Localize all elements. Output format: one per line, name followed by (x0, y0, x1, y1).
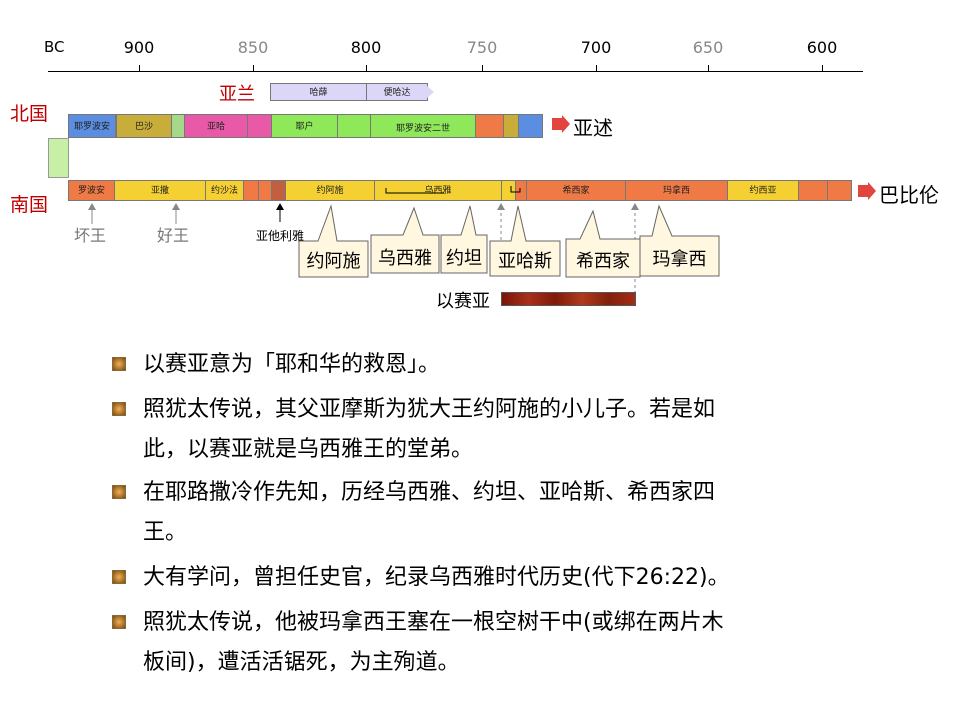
axis-tick-label: 600 (806, 38, 838, 57)
callout-joash: 约阿施 (306, 251, 361, 272)
bullet-text-line: 照犹太传说，他被玛拿西王塞在一根空树干中(或绑在两片木 (143, 610, 724, 635)
axis-tick-mark (822, 65, 823, 72)
callout-uzziah: 乌西雅 (378, 248, 432, 269)
axis-tick-mark (366, 65, 367, 72)
axis-tick-mark (596, 65, 597, 72)
isaiah-label: 以赛亚 (436, 291, 490, 312)
bullet-text-line: 以赛亚意为「耶和华的救恩」。 (143, 352, 441, 377)
callout-shapes (298, 204, 720, 278)
isaiah-ministry-bar (501, 292, 636, 306)
assyria-arrow-head-icon (562, 115, 570, 133)
axis-tick-label: 850 (237, 38, 269, 57)
bullet-text-line: 照犹太传说，其父亚摩斯为犹大王约阿施的小儿子。若是如 (143, 397, 716, 422)
bullet-text-line: 在耶路撒冷作先知，历经乌西雅、约坦、亚哈斯、希西家四 (143, 480, 716, 505)
north-segment-orange (475, 114, 504, 138)
north-king-baasha: 巴沙 (116, 114, 172, 138)
axis-tick-mark (482, 65, 483, 72)
aram-arrow-head (427, 86, 434, 98)
axis-tick-label: 700 (580, 38, 612, 57)
bullet-text-line: 此，以赛亚就是乌西雅王的堂弟。 (143, 437, 474, 462)
axis-tick-label: 900 (123, 38, 155, 57)
pointer-arrows (88, 186, 639, 294)
time-axis-line (48, 71, 863, 72)
north-segment-pink (247, 114, 272, 138)
athaliah-label: 亚他利雅 (256, 229, 305, 243)
assyria-arrow-icon (552, 118, 562, 130)
axis-tick-label: 650 (692, 38, 724, 57)
aram-king-hazael: 哈薛 (270, 83, 367, 101)
south-king-uzziah: 乌西雅 (374, 180, 502, 201)
bullet-icon (112, 485, 126, 499)
south-segment-end-2 (827, 180, 852, 201)
north-stub (48, 138, 69, 178)
babylon-arrow-icon (858, 185, 868, 197)
babylon-arrow-head-icon (868, 182, 876, 200)
axis-tick-mark (708, 65, 709, 72)
good-king-label: 好王 (157, 226, 190, 245)
assyria-label: 亚述 (573, 116, 613, 140)
axis-tick-mark (253, 65, 254, 72)
north-king-jeroboam: 耶罗波安 (68, 114, 116, 138)
north-king-jeroboam-ii: 耶罗波安二世 (370, 114, 476, 138)
axis-tick-label: 800 (350, 38, 382, 57)
callout-manasseh: 玛拿西 (652, 249, 707, 270)
south-king-jehoshaphat: 约沙法 (205, 180, 244, 201)
bullet-text-line: 板间)，遭活活锯死，为主殉道。 (143, 650, 460, 675)
south-king-josiah: 约西亚 (727, 180, 799, 201)
bullet-icon (112, 570, 126, 584)
north-kingdom-label: 北国 (10, 103, 49, 125)
bullet-icon (112, 615, 126, 629)
bullet-icon (112, 357, 126, 371)
bad-king-label: 坏王 (74, 226, 107, 245)
aram-label: 亚兰 (219, 84, 255, 105)
north-king-ahab: 亚哈 (184, 114, 248, 138)
south-king-asa: 亚撒 (114, 180, 206, 201)
callout-ahaz: 亚哈斯 (498, 251, 552, 272)
callout-hezekiah: 希西家 (576, 251, 630, 272)
bullet-icon (112, 402, 126, 416)
axis-tick-label: 750 (466, 38, 498, 57)
north-segment-blue (518, 114, 543, 138)
north-segment-green (337, 114, 371, 138)
bullet-text-line: 大有学问，曾担任史官，纪录乌西雅时代历史(代下26:22)。 (143, 565, 730, 590)
south-king-manasseh: 玛拿西 (625, 180, 728, 201)
bullet-text-line: 王。 (143, 520, 188, 545)
south-kingdom-label: 南国 (10, 194, 49, 216)
south-king-joash: 约阿施 (285, 180, 375, 201)
axis-tick-mark (139, 65, 140, 72)
callout-jotham: 约坦 (446, 248, 482, 269)
babylon-label: 巴比伦 (879, 183, 939, 207)
axis-era-label: BC (44, 38, 65, 56)
north-king-jehu: 耶户 (271, 114, 338, 138)
